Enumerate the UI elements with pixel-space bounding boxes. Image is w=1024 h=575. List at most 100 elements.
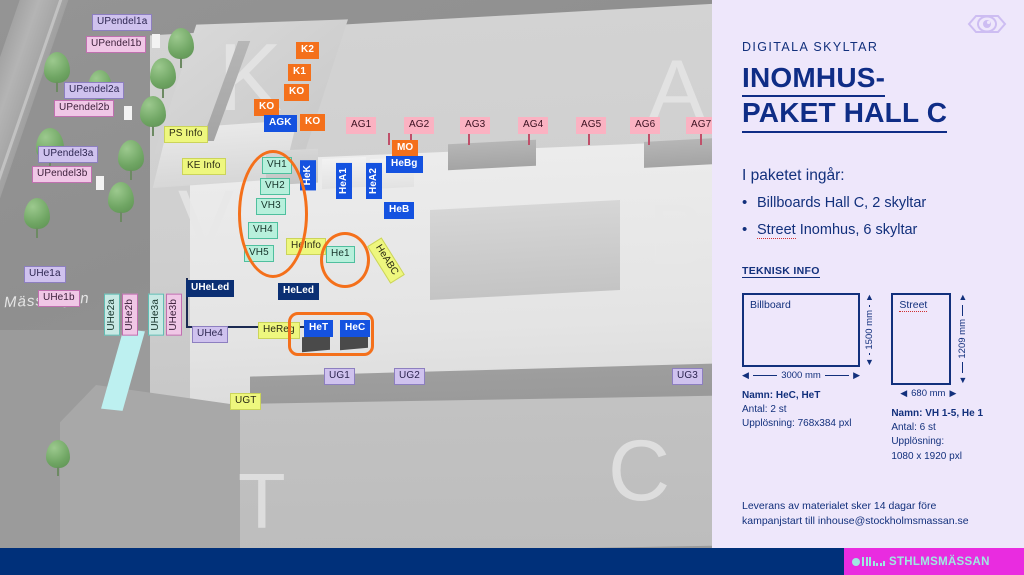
- map-label-upendel3b[interactable]: UPendel3b: [32, 166, 93, 183]
- map-label-uhe4[interactable]: UHe4: [192, 326, 228, 343]
- map-label-upendel2b[interactable]: UPendel2b: [54, 100, 115, 117]
- map-label-hea2[interactable]: HeA2: [366, 163, 382, 199]
- package-bullet-billboards: Billboards Hall C, 2 skyltar: [742, 194, 1002, 211]
- info-panel: DIGITALA SKYLTAR INOMHUS- PAKET HALL C I…: [712, 0, 1024, 548]
- map-label-hereg[interactable]: HeReg: [258, 322, 300, 339]
- map-tree: [118, 140, 144, 180]
- map-label-ug2[interactable]: UG2: [394, 368, 425, 385]
- map-wedge: [60, 385, 240, 548]
- map-signpost: [152, 34, 160, 48]
- map-label-k2[interactable]: K2: [296, 42, 319, 59]
- map-label-heinfo[interactable]: HeInfo: [286, 238, 327, 255]
- dim-line: [869, 352, 870, 355]
- spec-billboard-frame: Billboard: [742, 292, 860, 367]
- spec-street-height-label: 1209 mm: [957, 319, 969, 359]
- map-label-hek[interactable]: HeK: [300, 160, 316, 191]
- package-lead: I paketet ingår:: [742, 166, 845, 184]
- map-label-upendel3a[interactable]: UPendel3a: [38, 146, 99, 163]
- spec-street-height-dim: ▲ 1209 mm ▼: [957, 291, 969, 385]
- map-label-vh5[interactable]: VH5: [244, 245, 274, 262]
- map-pin: [588, 133, 590, 145]
- arrow-left-icon: ◀: [900, 387, 908, 398]
- spec-billboard-width-label: 3000 mm: [781, 369, 821, 381]
- map-label-ug1[interactable]: UG1: [324, 368, 355, 385]
- map-label-k1[interactable]: K1: [288, 64, 311, 81]
- map-label-ps-info[interactable]: PS Info: [164, 126, 208, 143]
- dim-line: [962, 361, 964, 373]
- map-signpost: [124, 106, 132, 120]
- map-label-uhe2a[interactable]: UHe2a: [104, 294, 120, 336]
- brand-name: STHLMSMÄSSAN: [889, 555, 990, 568]
- package-bullet-street: Street Inomhus, 6 skyltar: [742, 221, 1002, 239]
- map-display-board: [302, 334, 330, 353]
- map-label-he1[interactable]: He1: [326, 246, 355, 263]
- map-label-uhe2b[interactable]: UHe2b: [122, 294, 138, 336]
- map-tree: [140, 96, 166, 136]
- map-label-ko-right[interactable]: KO: [300, 114, 326, 131]
- map-label-het[interactable]: HeT: [304, 320, 334, 337]
- map-label-ug3[interactable]: UG3: [672, 368, 703, 385]
- venue-map[interactable]: K A V B T C: [0, 0, 712, 548]
- map-label-vh3[interactable]: VH3: [256, 198, 286, 215]
- arrow-right-icon: ▶: [949, 387, 957, 398]
- map-tree: [46, 440, 70, 476]
- map-label-ag7[interactable]: AG7: [686, 117, 712, 134]
- map-label-uhe3a[interactable]: UHe3a: [148, 294, 164, 336]
- page-title-line2: PAKET HALL C: [742, 97, 948, 133]
- spec-street-resolution2: 1080 x 1920 pxl: [891, 450, 962, 462]
- map-label-ag1[interactable]: AG1: [346, 117, 377, 134]
- map-label-ko-left[interactable]: KO: [254, 99, 280, 116]
- map-connector-path: [186, 278, 328, 328]
- map-label-mo[interactable]: MO: [392, 140, 419, 157]
- arrow-up-icon: ▲: [958, 291, 968, 302]
- map-label-hea1[interactable]: HeA1: [336, 163, 352, 199]
- map-label-ag4[interactable]: AG4: [518, 117, 549, 134]
- map-tree: [24, 198, 50, 238]
- delivery-line-2: kampanjstart till inhouse@stockholmsmass…: [742, 515, 969, 528]
- map-label-vh4[interactable]: VH4: [248, 222, 278, 239]
- map-label-ag3[interactable]: AG3: [460, 117, 491, 134]
- delivery-line-1: Leverans av materialet sker 14 dagar för…: [742, 499, 937, 512]
- watermark-letter-v: V: [178, 173, 235, 267]
- map-label-upendel1b[interactable]: UPendel1b: [86, 36, 147, 53]
- map-label-uhe1b[interactable]: UHe1b: [38, 290, 80, 307]
- map-label-upendel1a[interactable]: UPendel1a: [92, 14, 153, 31]
- map-label-ko-top[interactable]: KO: [284, 84, 310, 101]
- arrow-down-icon: ▼: [865, 356, 874, 367]
- map-label-hebg[interactable]: HeBg: [386, 156, 423, 173]
- arrow-up-icon: ▲: [865, 291, 874, 302]
- spec-billboard-height-dim: ▲ 1500 mm ▼: [864, 291, 875, 367]
- dim-line: [824, 374, 850, 376]
- map-label-ugt[interactable]: UGT: [230, 393, 262, 410]
- map-label-heb[interactable]: HeB: [384, 202, 415, 219]
- map-label-ke-info[interactable]: KE Info: [182, 158, 226, 175]
- spec-street-meta: Namn: VH 1-5, He 1 Antal: 6 st Upplösnin…: [891, 407, 1002, 464]
- map-block: [430, 200, 620, 300]
- map-label-uhe1a[interactable]: UHe1a: [24, 266, 66, 283]
- package-bullet-street-rest: Inomhus, 6 skyltar: [795, 221, 918, 238]
- spec-billboard-count: Antal: 2 st: [742, 404, 787, 416]
- map-label-vh2[interactable]: VH2: [260, 178, 290, 195]
- map-label-vh1[interactable]: VH1: [262, 157, 292, 174]
- map-label-ag6[interactable]: AG6: [630, 117, 661, 134]
- spec-billboard-meta: Namn: HeC, HeT Antal: 2 st Upplösning: 7…: [742, 389, 873, 432]
- map-label-uheled[interactable]: UHeLed: [186, 280, 235, 297]
- map-label-uhe3b[interactable]: UHe3b: [166, 294, 182, 336]
- eye-icon: [966, 12, 1008, 41]
- watermark-letter-t: T: [238, 457, 286, 545]
- spec-street-width-label: 680 mm: [911, 387, 946, 399]
- delivery-note: Leverans av materialet sker 14 dagar för…: [742, 499, 1006, 531]
- map-pin: [700, 133, 702, 145]
- map-label-heled[interactable]: HeLed: [278, 283, 320, 300]
- page-title-line1: INOMHUS-: [742, 62, 886, 98]
- map-label-hec[interactable]: HeC: [340, 320, 371, 337]
- map-label-ag5[interactable]: AG5: [576, 117, 607, 134]
- tech-info-heading: TEKNISK INFO: [742, 264, 820, 278]
- dim-line: [752, 374, 778, 376]
- footer-brand-bar: STHLMSMÄSSAN: [844, 548, 1024, 575]
- logo-dot-icon: [852, 557, 860, 566]
- map-label-ag2[interactable]: AG2: [404, 117, 435, 134]
- map-label-upendel2a[interactable]: UPendel2a: [64, 82, 125, 99]
- map-label-agk[interactable]: AGK: [264, 115, 297, 132]
